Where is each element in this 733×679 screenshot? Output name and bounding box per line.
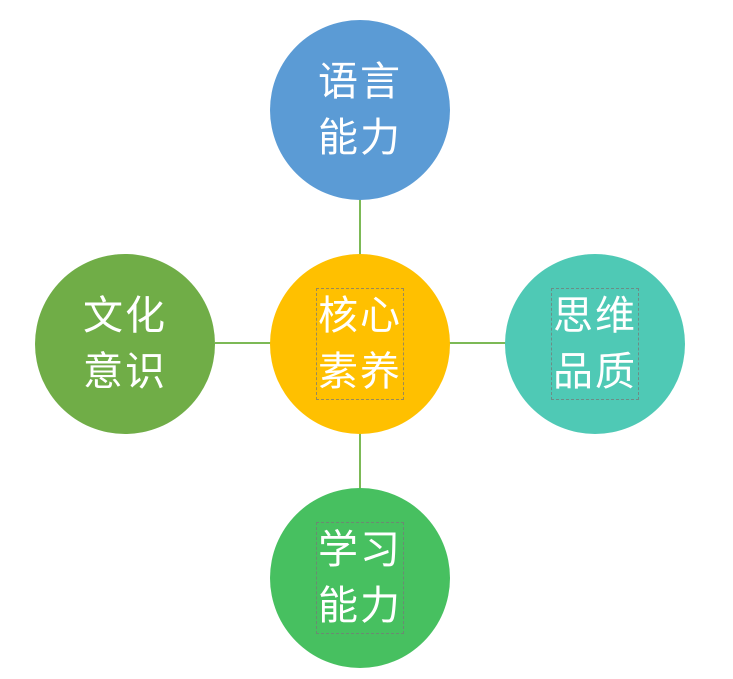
connector-right xyxy=(449,342,506,344)
node-core-literacy-label: 核心 素养 xyxy=(316,288,404,400)
node-cultural-awareness-label: 文化 意识 xyxy=(83,293,167,395)
connector-left xyxy=(215,342,272,344)
node-cultural-awareness: 文化 意识 xyxy=(35,254,215,434)
node-learning-ability-label: 学习 能力 xyxy=(316,522,404,634)
connector-bottom xyxy=(359,432,361,490)
connector-top xyxy=(359,198,361,256)
node-learning-ability: 学习 能力 xyxy=(270,488,450,668)
node-thinking-quality: 思维 品质 xyxy=(505,254,685,434)
node-core-literacy: 核心 素养 xyxy=(270,254,450,434)
node-language-ability-label: 语言 能力 xyxy=(318,59,402,161)
node-language-ability: 语言 能力 xyxy=(270,20,450,200)
node-thinking-quality-label: 思维 品质 xyxy=(551,288,639,400)
